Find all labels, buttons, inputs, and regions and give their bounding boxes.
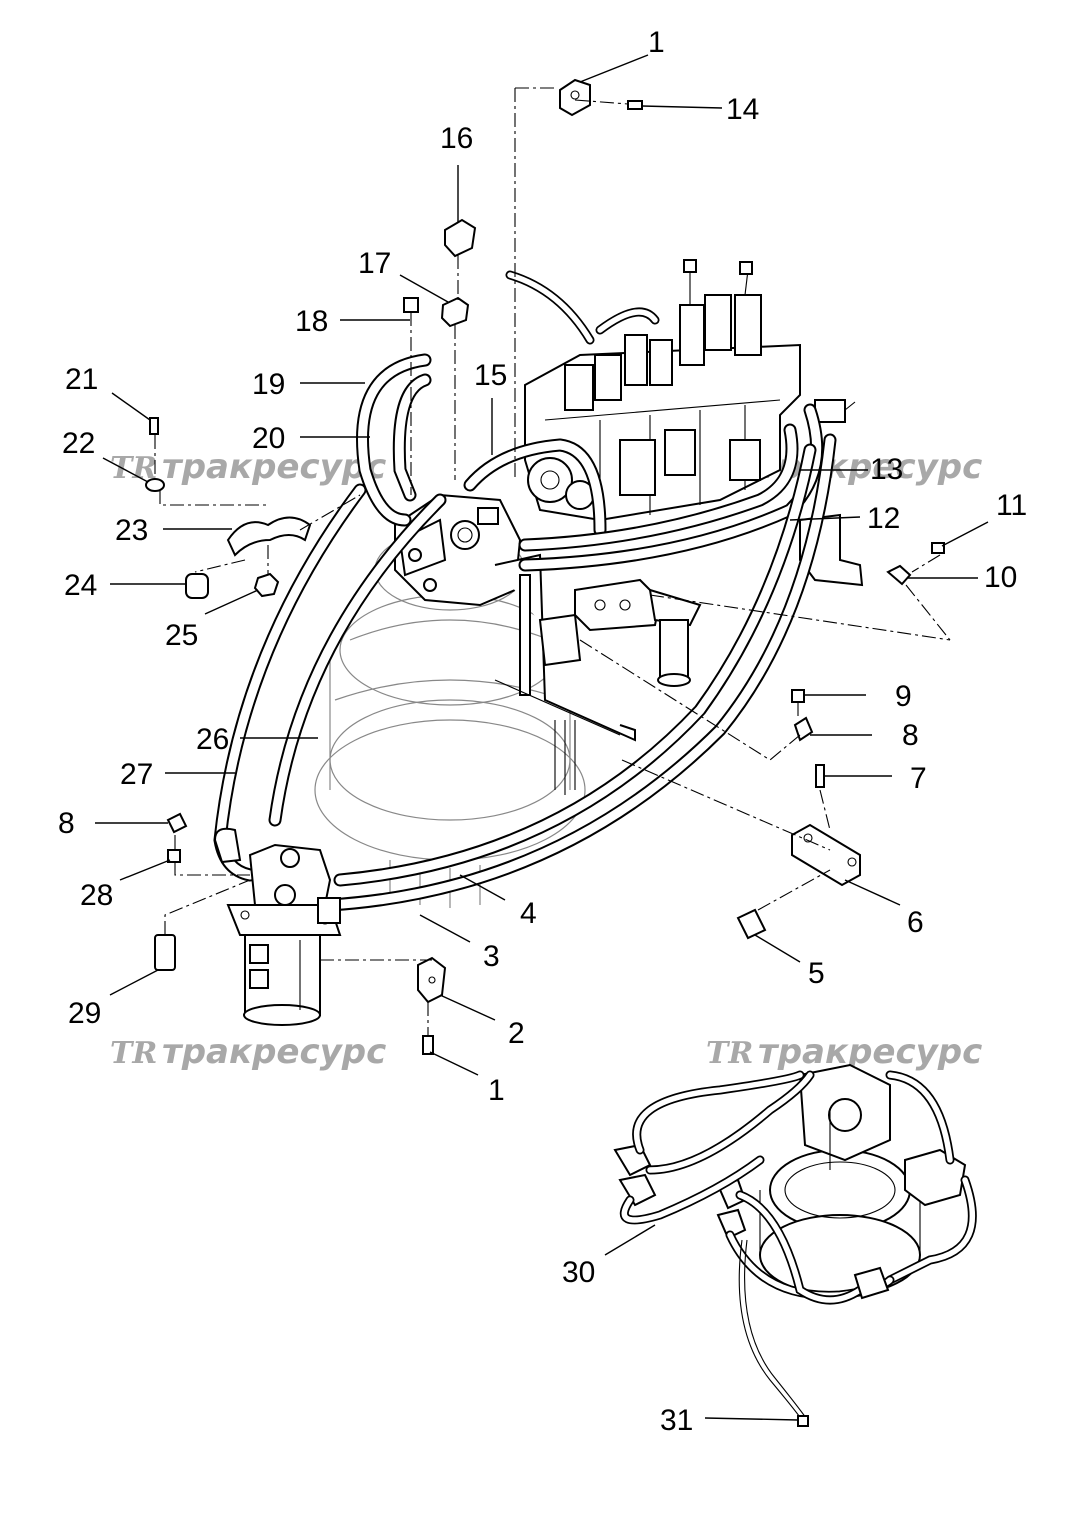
watermark-text: тракресурс xyxy=(162,1032,386,1072)
callout-12: 12 xyxy=(867,502,900,535)
callout-22: 22 xyxy=(62,427,95,460)
callout-25: 25 xyxy=(165,619,198,652)
leader-lines xyxy=(95,54,989,1421)
center-bracket xyxy=(494,553,702,795)
watermark-text: тракресурс xyxy=(758,1032,982,1072)
bolt-part-21 xyxy=(149,417,159,435)
callout-27: 27 xyxy=(120,758,153,791)
callout-1-top: 1 xyxy=(648,26,665,59)
fitting-part-18 xyxy=(403,297,419,313)
callout-13: 13 xyxy=(870,453,903,486)
assembly-lines xyxy=(154,87,951,1036)
elbow-part-16 xyxy=(444,218,477,258)
bolt-part-14 xyxy=(627,100,643,110)
callout-26: 26 xyxy=(196,723,229,756)
fitting-part-28 xyxy=(167,849,181,863)
callout-8-right: 8 xyxy=(902,719,919,752)
swivel-joint xyxy=(213,827,342,1026)
callout-14: 14 xyxy=(726,93,759,126)
callout-18: 18 xyxy=(295,305,328,338)
callout-17: 17 xyxy=(358,247,391,280)
clamp-part-1-top xyxy=(559,78,591,117)
sensor-part-29 xyxy=(154,934,176,971)
callout-21: 21 xyxy=(65,363,98,396)
elbow-part-8-left xyxy=(166,812,188,834)
adapter-part-17 xyxy=(440,296,470,328)
clamp-part-23 xyxy=(226,516,312,557)
callout-7: 7 xyxy=(910,762,927,795)
callout-28: 28 xyxy=(80,879,113,912)
fitting-part-11 xyxy=(931,542,945,554)
callout-11: 11 xyxy=(996,489,1027,522)
watermark-bottom-right: TR тракресурс xyxy=(706,1032,982,1072)
plate-part-2 xyxy=(417,956,447,1004)
callout-labels: 1 14 16 17 18 15 19 21 20 22 13 12 11 23… xyxy=(58,26,1027,1437)
callout-4: 4 xyxy=(520,897,537,930)
manifold-part-6 xyxy=(791,823,861,887)
watermark-bottom-left: TR тракресурс xyxy=(110,1032,386,1072)
callout-31: 31 xyxy=(660,1404,693,1437)
cap-part-24 xyxy=(185,573,209,599)
callout-5: 5 xyxy=(808,957,825,990)
callout-6: 6 xyxy=(907,906,924,939)
watermark-text: тракресурс xyxy=(162,447,386,487)
washer-part-22 xyxy=(145,478,165,492)
callout-29: 29 xyxy=(68,997,101,1030)
nut-part-25 xyxy=(253,572,280,598)
callout-3: 3 xyxy=(483,940,500,973)
callout-2: 2 xyxy=(508,1017,525,1050)
cap-part-5 xyxy=(736,908,767,940)
swing-motor xyxy=(394,493,522,607)
bolt-part-1-bottom xyxy=(422,1035,434,1055)
callout-10: 10 xyxy=(984,561,1017,594)
bolt-part-7 xyxy=(815,764,825,788)
inset-assembly-view xyxy=(613,1063,977,1427)
callout-15: 15 xyxy=(474,359,507,392)
callout-16: 16 xyxy=(440,122,473,155)
callout-9: 9 xyxy=(895,680,912,713)
elbow-part-8-right xyxy=(793,716,814,742)
callout-1-bottom: 1 xyxy=(488,1074,505,1107)
callout-19: 19 xyxy=(252,368,285,401)
watermark-top-left: TR тракресурс xyxy=(110,447,386,487)
callout-24: 24 xyxy=(64,569,97,602)
callout-20: 20 xyxy=(252,422,285,455)
watermark-logo: TR xyxy=(706,1036,753,1071)
elbow-part-10 xyxy=(886,564,912,586)
fitting-part-9 xyxy=(791,689,805,703)
callout-23: 23 xyxy=(115,514,148,547)
watermark-logo: TR xyxy=(110,1036,157,1071)
callout-8-left: 8 xyxy=(58,807,75,840)
callout-30: 30 xyxy=(562,1256,595,1289)
